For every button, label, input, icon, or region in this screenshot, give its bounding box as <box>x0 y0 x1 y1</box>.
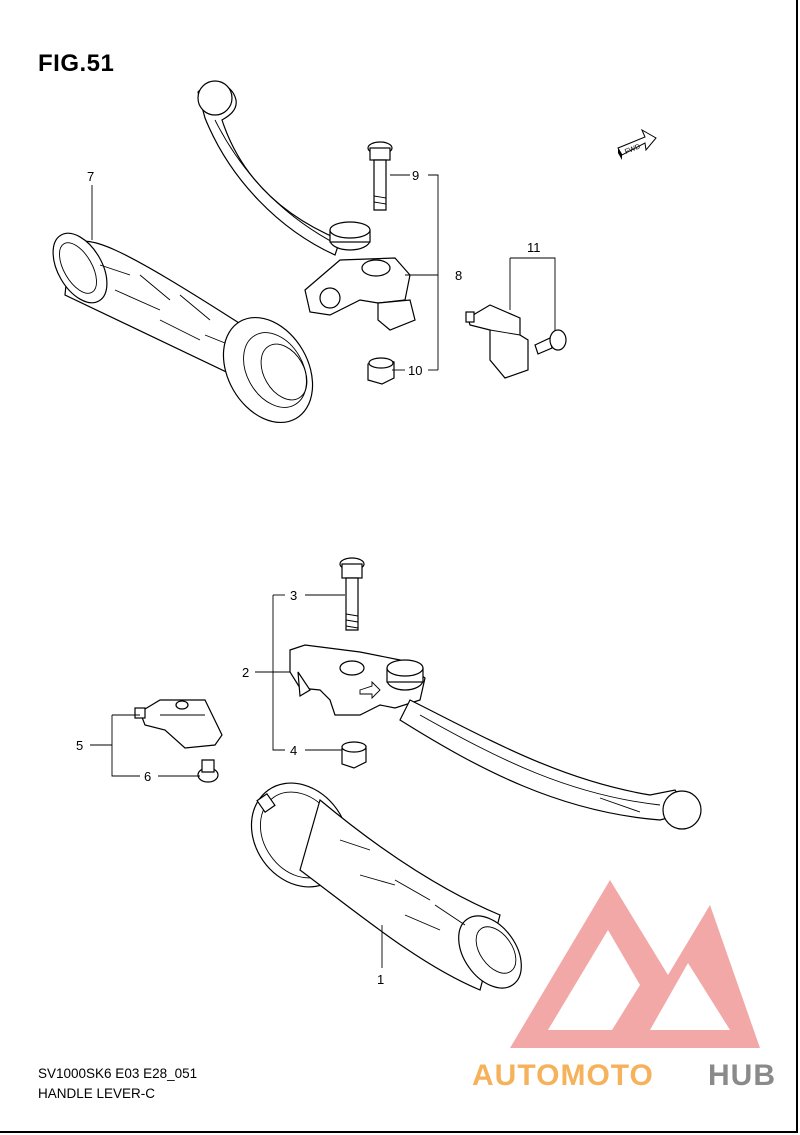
callout-7: 7 <box>87 169 94 184</box>
brake-switch-5 <box>134 699 223 749</box>
callout-8: 8 <box>455 268 462 283</box>
callout-3: 3 <box>290 588 297 603</box>
screw-6 <box>197 759 219 783</box>
callout-10: 10 <box>408 363 422 378</box>
bolt-3 <box>339 557 365 631</box>
figure-name: HANDLE LEVER-C <box>38 1086 156 1101</box>
callout-5: 5 <box>76 738 83 753</box>
lever-holder-upper <box>304 221 416 331</box>
watermark-text-part2: HUB <box>708 1059 776 1092</box>
grip-left <box>52 232 314 424</box>
lever-holder-lower <box>289 644 426 716</box>
brake-lever <box>399 699 702 830</box>
screw-11 <box>534 329 567 355</box>
bolt-9 <box>367 141 393 211</box>
switch-11 <box>465 304 529 379</box>
callout-4: 4 <box>290 743 297 758</box>
figure-model-code: SV1000SK6 E03 E28_051 <box>38 1066 198 1081</box>
nut-10 <box>367 357 395 385</box>
callout-2: 2 <box>242 665 249 680</box>
figure-title: FIG.51 <box>38 50 115 77</box>
throttle-grip <box>250 782 522 991</box>
callout-6: 6 <box>144 769 151 784</box>
callout-9: 9 <box>412 168 419 183</box>
nut-4 <box>341 741 367 769</box>
lower-leader-lines <box>90 594 383 968</box>
callout-1: 1 <box>377 972 384 987</box>
watermark-text-part1: AUTOMOTO <box>472 1059 654 1092</box>
callout-11: 11 <box>527 240 541 255</box>
clutch-lever <box>197 80 341 256</box>
forward-arrow-icon: FWD <box>617 128 657 160</box>
watermark-logo-icon <box>510 880 760 1048</box>
upper-leader-lines <box>91 174 556 371</box>
